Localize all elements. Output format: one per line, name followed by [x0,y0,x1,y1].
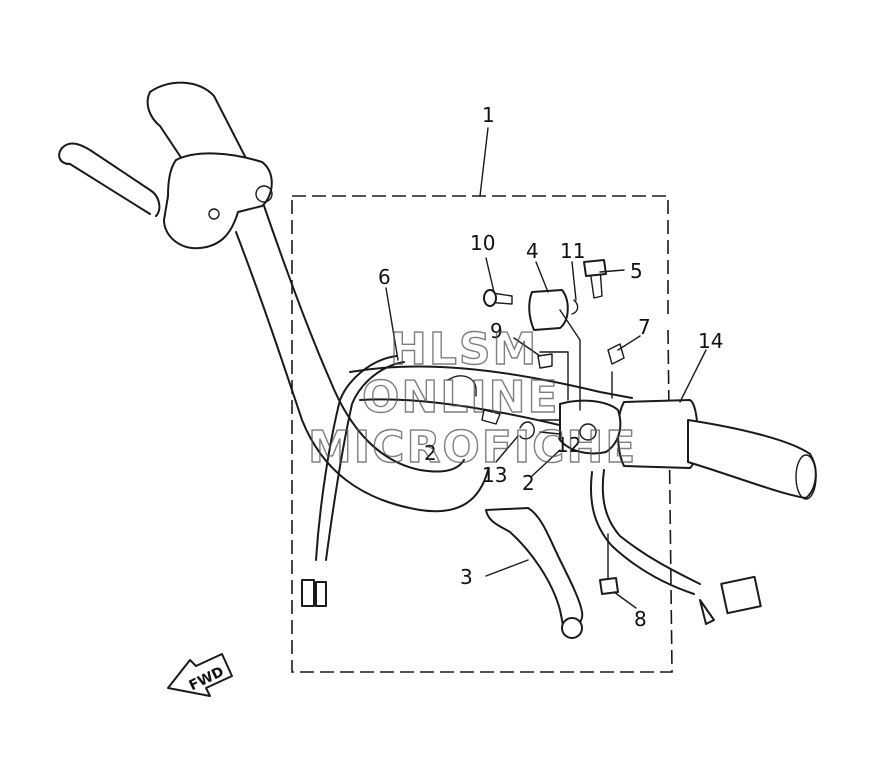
callout-7: 7 [638,315,651,339]
callout-13: 13 [482,463,507,487]
callout-8: 8 [634,607,647,631]
watermark-line-2: ONLINE [362,372,560,423]
watermark-line-3: MICROFICHE [308,422,637,473]
callout-10: 10 [470,231,495,255]
callout-labels: 1 2 2 3 4 5 6 7 8 9 10 11 12 13 14 [378,103,723,631]
leader-lines [385,127,707,609]
lever-part-3 [485,507,584,639]
callout-1: 1 [482,103,495,127]
callout-6: 6 [378,265,391,289]
handlebar [146,81,489,513]
callout-11: 11 [560,239,585,263]
lever-perch [447,375,622,455]
assembly-boundary [291,195,673,673]
watermark: HLSM ONLINE MICROFICHE [307,323,637,473]
watermark-line-1: HLSM [390,324,538,375]
callout-5: 5 [630,259,643,283]
callout-2a: 2 [424,441,437,465]
switch-wire [590,469,762,625]
cable-part-6 [301,355,405,607]
callout-4: 4 [526,239,539,263]
callout-12: 12 [556,433,581,457]
small-parts [483,259,625,595]
fwd-arrow-icon: FWD [167,653,233,697]
callout-3: 3 [460,565,473,589]
callout-14: 14 [698,329,723,353]
left-lever-assembly [58,142,273,250]
grip [687,419,817,499]
callout-9: 9 [490,319,503,343]
callout-2b: 2 [522,471,535,495]
